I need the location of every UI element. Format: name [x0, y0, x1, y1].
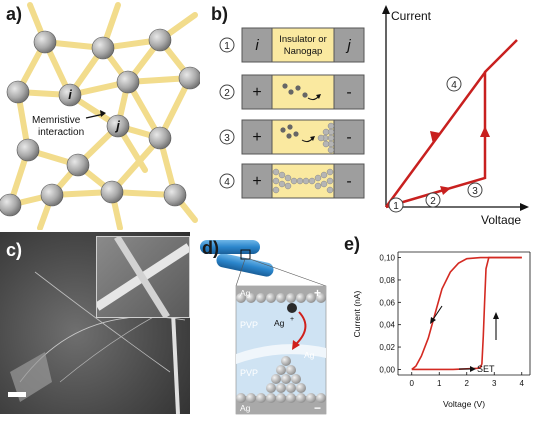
scale-bar: [8, 392, 26, 397]
panel-a-label: a): [6, 4, 23, 24]
step-1-right: j: [345, 37, 351, 54]
step-3-particles: [280, 124, 299, 139]
panel-b-label: b): [211, 4, 228, 24]
step-2-plus: +: [252, 84, 261, 101]
step-2-particles: [282, 83, 308, 98]
step-3-plus: +: [252, 129, 261, 146]
iv-curve: [384, 39, 518, 209]
layer-ag-right: Ag: [304, 350, 315, 360]
interaction-arrowhead: [100, 110, 106, 117]
set-annotation: SET: [477, 364, 495, 374]
panel-c-label: c): [6, 240, 23, 260]
step-3-minus: -: [346, 129, 351, 146]
ag-pvp-schematic: Ag PVP PVP Ag Ag Ag + + −: [200, 240, 327, 415]
step-3-cluster: [317, 122, 335, 154]
iv-arrow-right: [440, 186, 451, 195]
x-tick-label: 4: [520, 379, 525, 388]
x-tick-label: 1: [437, 379, 442, 388]
step-2-marker: 2: [224, 88, 230, 99]
switching-schematic: 1 i j Insulator or Nanogap 2 + -: [219, 5, 529, 227]
network-nodes: [0, 28, 202, 217]
panel-d: Ag PVP PVP Ag Ag Ag + + − d): [196, 236, 341, 416]
step-1-marker: 1: [224, 41, 230, 52]
layer-pvp-2: PVP: [240, 368, 258, 378]
panel-d-label: d): [202, 238, 219, 258]
bottom-ag-layer: [236, 393, 326, 403]
y-tick-label: 0,08: [379, 276, 395, 285]
step-2-minus: -: [346, 84, 351, 101]
series-line-1: [411, 256, 522, 371]
top-ag-layer: [236, 293, 326, 303]
insulator-label-line2: Nanogap: [284, 46, 323, 57]
step-4-minus: -: [346, 173, 351, 190]
step-4-bridge: [272, 168, 334, 194]
layer-ag-bottom: Ag: [240, 403, 251, 413]
step-1-left: i: [255, 37, 259, 54]
panel-b: 1 i j Insulator or Nanogap 2 + -: [205, 0, 533, 227]
iv-sketch: Current Voltage 1 2 3 4: [382, 5, 529, 227]
ag-ion: [287, 303, 297, 313]
y-tick-label: 0,06: [379, 298, 395, 307]
crossed-nanowires-icon: [200, 240, 274, 277]
iv-marker-4: 4: [451, 80, 457, 91]
ag-filament: [266, 356, 306, 393]
panel-e-label: e): [344, 234, 361, 254]
step-2-row: 2 + -: [219, 74, 365, 110]
node-j-label: j: [114, 118, 120, 133]
chart-y-title: Current (nA): [352, 290, 362, 337]
panel-c-micrograph: c): [0, 232, 190, 414]
layer-ag-top: Ag: [240, 288, 251, 298]
iv-arrow-down: [430, 131, 440, 144]
step-1-row: 1 i j Insulator or Nanogap: [219, 27, 365, 63]
iv-marker-2: 2: [430, 196, 436, 207]
micrograph-inset: [94, 235, 190, 319]
series-line-2: [411, 256, 522, 371]
network-diagram: i j Memristive interaction: [0, 2, 202, 231]
step-4-plus: +: [252, 173, 261, 190]
step-3-marker: 3: [224, 133, 230, 144]
node-i-label: i: [68, 87, 72, 102]
iv-chart: 0 1 2 3 4 0,00 0,02 0,04 0,06 0,08 0,10 Current (n…: [352, 251, 531, 409]
chart-x-title: Voltage (V): [443, 399, 485, 409]
iv-marker-3: 3: [472, 186, 478, 197]
x-tick-label: 3: [492, 379, 497, 388]
ag-ion-charge: +: [290, 316, 294, 323]
reset-arrow: [431, 305, 443, 322]
x-tick-label: 2: [465, 379, 470, 388]
iv-marker-1: 1: [393, 201, 399, 212]
ag-ion-label: Ag: [274, 318, 285, 328]
iv-y-label: Current: [391, 9, 432, 23]
interaction-text-line1: Memristive: [32, 115, 81, 126]
step-4-marker: 4: [224, 177, 230, 188]
y-tick-label: 0,00: [379, 365, 395, 374]
step-4-row: 4 + -: [219, 163, 365, 199]
iv-arrow-up: [480, 126, 490, 137]
panel-a: i j Memristive interaction a): [0, 0, 202, 231]
y-tick-label: 0,02: [379, 343, 395, 352]
layer-pvp-1: PVP: [240, 320, 258, 330]
x-tick-label: 0: [410, 379, 415, 388]
interaction-text-line2: interaction: [38, 127, 84, 138]
insulator-label-line1: Insulator or: [279, 34, 327, 45]
y-tick-label: 0,10: [379, 254, 395, 263]
step-3-row: 3 + -: [219, 119, 365, 155]
bottom-electrode-sign: −: [314, 401, 321, 415]
top-electrode-sign: +: [314, 286, 321, 300]
y-tick-label: 0,04: [379, 321, 395, 330]
iv-x-label: Voltage: [481, 213, 521, 225]
panel-e: 0 1 2 3 4 0,00 0,02 0,04 0,06 0,08 0,10 Current (n…: [340, 232, 533, 416]
